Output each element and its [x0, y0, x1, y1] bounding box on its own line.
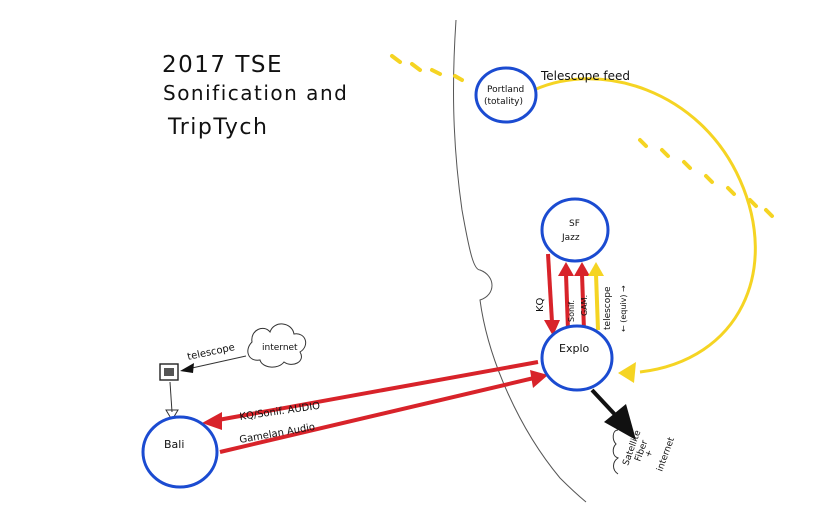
node-portland-circle	[474, 66, 538, 124]
eclipse-dot	[748, 198, 758, 208]
title-line-3: TripTych	[167, 115, 268, 140]
gam-link-line	[580, 273, 586, 331]
eclipse-dot	[704, 174, 714, 184]
title-line-1: 2017 TSE	[162, 52, 283, 78]
satellite-label-4: internet	[655, 436, 677, 473]
sonif-link-line	[564, 273, 570, 331]
internet-to-telescope-line	[191, 355, 247, 369]
eclipse-dot	[453, 74, 464, 82]
kq-sonif-audio-label: KQ/Sonif. AUDIO	[239, 401, 321, 423]
eclipse-dot	[764, 208, 774, 218]
terminator-curve	[453, 19, 587, 503]
node-sfjazz-line1: SF	[569, 219, 580, 229]
node-sfjazz-circle	[540, 197, 610, 263]
internet-cloud	[247, 323, 307, 368]
eclipse-path-dots	[390, 54, 774, 218]
node-sfjazz-line2: Jazz	[561, 233, 580, 243]
node-portland: Portland (totality)	[474, 66, 538, 124]
kq-arrowhead	[544, 320, 560, 336]
kq-link-line	[546, 253, 554, 323]
satellite-label-3: +	[643, 449, 655, 460]
eclipse-dot	[660, 148, 670, 158]
eclipse-dot	[682, 160, 692, 170]
eclipse-dot	[410, 62, 422, 72]
satellite-brace	[612, 429, 620, 475]
gamelan-audio-label: Gamelan Audio	[239, 422, 316, 446]
eclipse-dot	[726, 186, 736, 196]
telescope-vertical-label: telescope	[603, 286, 613, 330]
gam-arrowhead	[574, 262, 590, 276]
telescope-feed-line	[533, 77, 757, 374]
node-bali-label: Bali	[164, 438, 184, 451]
device-screen	[164, 368, 174, 376]
eclipse-dot	[430, 68, 442, 76]
title-line-2: Sonification and	[163, 81, 348, 105]
device-to-bali-line	[169, 381, 173, 413]
node-portland-line2: (totality)	[484, 97, 523, 107]
internet-arrowhead	[180, 363, 194, 373]
device-arrowhead	[165, 409, 179, 421]
sonif-label-2: GAM.	[580, 295, 589, 316]
node-portland-line1: Portland	[487, 85, 524, 95]
device-box	[159, 363, 179, 381]
node-sfjazz: SF Jazz	[540, 197, 610, 263]
sonif-arrowhead	[558, 262, 574, 276]
equiv-label: ← (equiv) →	[619, 285, 628, 332]
telescope-up-arrowhead	[588, 262, 604, 276]
explo-sfjazz-links	[544, 253, 604, 336]
node-bali: Bali	[141, 415, 219, 489]
sonif-label-1: Sonif.	[567, 300, 576, 322]
kq-sonif-audio-line	[217, 360, 539, 422]
eclipse-dot	[638, 138, 648, 148]
eclipse-dot	[390, 54, 402, 64]
node-explo-circle	[540, 324, 614, 392]
kq-label: KQ	[535, 297, 546, 312]
internet-cloud-label: internet	[262, 343, 298, 353]
telescope-up-line	[594, 273, 600, 331]
node-bali-circle	[141, 415, 219, 489]
satellite-arrowhead	[604, 404, 636, 440]
telescope-feed-label: Telescope feed	[540, 69, 630, 83]
kq-sonif-audio-arrowhead	[202, 412, 222, 430]
node-explo: Explo	[540, 324, 614, 392]
gamelan-audio-arrowhead	[530, 370, 548, 388]
gamelan-audio-line	[219, 376, 535, 454]
telescope-feed-arrowhead	[618, 362, 636, 383]
node-explo-label: Explo	[559, 342, 589, 355]
